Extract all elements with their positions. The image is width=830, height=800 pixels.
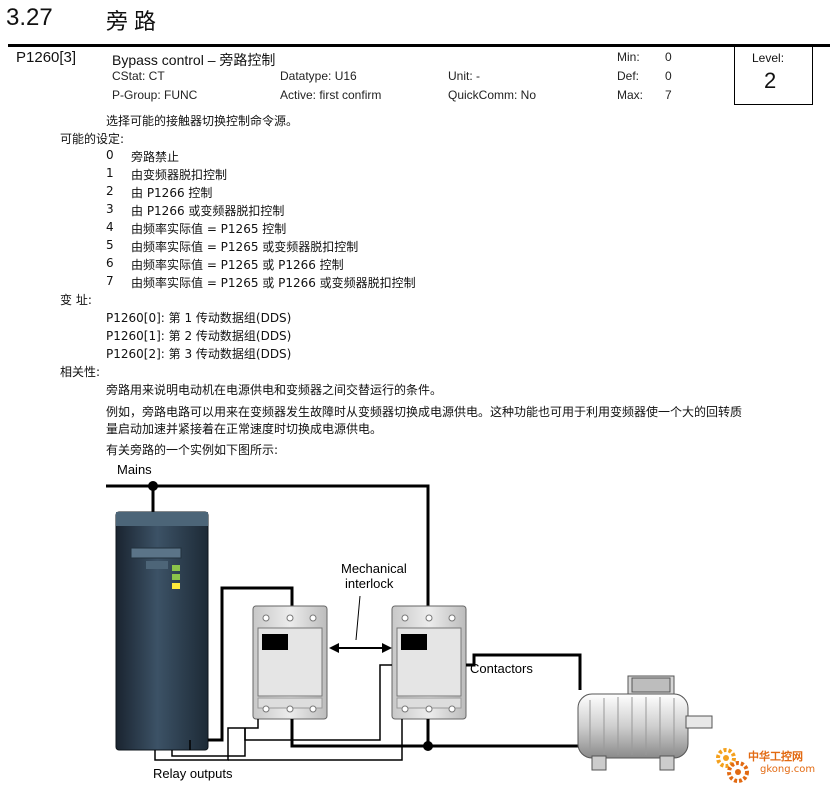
max-label: Max: [617,88,644,102]
index-item: P1260[1]: 第 2 传动数据组(DDS) [106,329,292,343]
interlock-label-1: Mechanical [341,561,407,576]
max-value: 7 [665,88,672,102]
mains-wiring [106,481,430,608]
setting-text: 由频率实际值 = P1265 控制 [131,222,287,236]
status-led-green-1 [172,565,180,571]
setting-number: 7 [106,274,114,288]
dependency-paragraph-2b: 量启动加速并紧接着在正常速度时切换成电源供电。 [106,422,383,436]
setting-number: 5 [106,238,114,252]
cstat: CStat: CT [112,69,165,83]
min-label: Min: [617,50,640,64]
setting-number: 6 [106,256,114,270]
mains-label: Mains [117,462,152,477]
dependency-heading: 相关性: [60,365,101,379]
level-value: 2 [764,68,777,93]
motor [577,675,713,771]
setting-text: 由频率实际值 = P1265 或 P1266 或变频器脱扣控制 [131,276,416,290]
relay-output-wiring [154,664,403,761]
section-number: 3.27 [6,4,53,31]
setting-number: 1 [106,166,114,180]
watermark-text: 中华工控网 [748,750,803,763]
index-item: P1260[0]: 第 1 传动数据组(DDS) [106,311,292,325]
status-led-yellow [172,583,180,589]
interlock-arrow [329,595,392,653]
dependency-paragraph-3: 有关旁路的一个实例如下图所示: [106,443,279,457]
header-rule [8,44,830,47]
inverter-output-wiring [189,586,294,750]
setting-text: 由 P1266 控制 [131,186,213,200]
parameter-name: Bypass control – 旁路控制 [112,52,276,68]
index-heading: 变 址: [60,293,92,307]
pgroup: P-Group: FUNC [112,88,198,102]
gear-logo-icon [716,748,749,783]
dependency-paragraph-2a: 例如，旁路电路可以用来在变频器发生故障时从变频器切换成电源供电。这种功能也可用于… [106,405,743,419]
status-led-green-2 [172,574,180,580]
relay-outputs-label: Relay outputs [153,766,233,781]
contactor-1 [252,605,328,720]
quickcomm: QuickComm: No [448,88,537,102]
active: Active: first confirm [280,88,382,102]
description: 选择可能的接触器切换控制命令源。 [106,114,299,128]
watermark-domain: gkong.com [760,764,816,775]
section-title: 旁路 [106,10,163,35]
setting-text: 旁路禁止 [131,150,180,164]
def-label: Def: [617,69,640,83]
def-value: 0 [665,69,672,83]
index-item: P1260[2]: 第 3 传动数据组(DDS) [106,347,292,361]
bypass-diagram: Mains Mechanical interlock Contactors Re… [106,462,713,781]
setting-number: 4 [106,220,114,234]
setting-text: 由变频器脱扣控制 [131,168,228,182]
setting-number: 3 [106,202,114,216]
level-box [734,47,813,105]
parameter-id: P1260[3] [16,49,77,66]
interlock-label-2: interlock [345,576,394,591]
unit: Unit: - [448,69,481,83]
contactors-label: Contactors [470,661,533,676]
level-label: Level: [752,51,785,65]
setting-text: 由频率实际值 = P1265 或 P1266 控制 [131,258,344,272]
inverter [115,511,209,751]
setting-text: 由 P1266 或变频器脱扣控制 [131,204,285,218]
settings-heading: 可能的设定: [60,132,125,146]
dependency-paragraph-1: 旁路用来说明电动机在电源供电和变频器之间交替运行的条件。 [106,383,443,397]
contactor-2 [391,605,467,720]
setting-number: 0 [106,148,114,162]
min-value: 0 [665,50,672,64]
setting-text: 由频率实际值 = P1265 或变频器脱扣控制 [131,240,359,254]
datatype: Datatype: U16 [280,69,357,83]
setting-number: 2 [106,184,114,198]
